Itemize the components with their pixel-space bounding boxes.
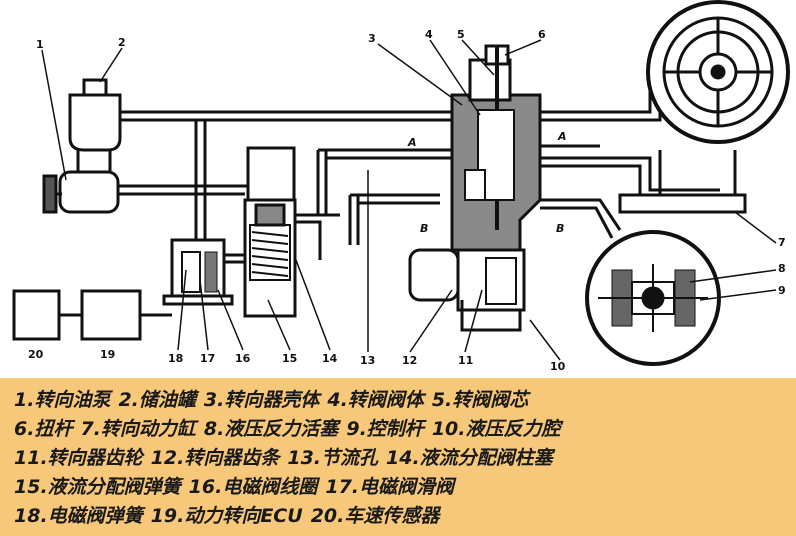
callout-14: 14 — [322, 352, 338, 365]
legend-item: 18.电磁阀弹簧 — [14, 505, 143, 527]
legend-item: 2.储油罐 — [118, 389, 196, 411]
pump-shape — [58, 170, 120, 214]
flow-label-a-left: A — [407, 136, 417, 149]
ecu-box — [80, 289, 142, 341]
legend-line-1: 1.转向油泵 2.储油罐 3.转向器壳体 4.转阀阀体 5.转阀阀芯 — [14, 386, 784, 415]
callout-1: 1 — [36, 38, 44, 51]
callout-10: 10 — [550, 360, 566, 373]
legend-item: 14.液流分配阀柱塞 — [386, 447, 553, 469]
legend-item: 8.液压反力活塞 — [203, 418, 339, 440]
legend-line-5: 18.电磁阀弹簧 19.动力转向ECU 20.车速传感器 — [14, 502, 784, 531]
callout-8: 8 — [778, 262, 786, 275]
speed-sensor-box — [12, 289, 61, 341]
legend-item: 1.转向油泵 — [14, 389, 111, 411]
steering-system-diagram: 1 2 3 4 5 6 7 8 9 10 11 12 13 14 15 16 1… — [12, 0, 790, 373]
callout-numbers: 1 2 3 4 5 6 7 8 9 10 11 12 13 14 15 16 1… — [28, 28, 786, 373]
callout-9: 9 — [778, 284, 786, 297]
legend-line-2: 6.扭杆 7.转向动力缸 8.液压反力活塞 9.控制杆 10.液压反力腔 — [14, 415, 784, 444]
legend-item: 15.液流分配阀弹簧 — [14, 476, 181, 498]
legend-item: 6.扭杆 — [14, 418, 73, 440]
leader-lines — [41, 39, 777, 361]
legend-item: 4.转阀阀体 — [327, 389, 424, 411]
diagram-lines — [12, 0, 790, 366]
legend-item: 11.转向器齿轮 — [14, 447, 143, 469]
legend-item: 9.控制杆 — [346, 418, 424, 440]
legend-item: 5.转阀阀芯 — [431, 389, 529, 411]
callout-2: 2 — [118, 36, 126, 49]
legend-line-4: 15.液流分配阀弹簧 16.电磁阀线圈 17.电磁阀滑阀 — [14, 473, 784, 502]
flow-label-b-right: B — [556, 222, 564, 235]
callout-19: 19 — [100, 348, 115, 361]
callout-18: 18 — [168, 352, 183, 365]
callout-4: 4 — [425, 28, 433, 41]
callout-20: 20 — [28, 348, 44, 361]
callout-12: 12 — [402, 354, 417, 367]
callout-3: 3 — [368, 32, 376, 45]
callout-17: 17 — [200, 352, 215, 365]
legend-item: 16.电磁阀线圈 — [188, 476, 318, 498]
callout-5: 5 — [457, 28, 465, 41]
callout-6: 6 — [538, 28, 546, 41]
callout-16: 16 — [235, 352, 251, 365]
callout-13: 13 — [360, 354, 375, 367]
legend-item: 13.节流孔 — [287, 447, 379, 469]
callout-15: 15 — [282, 352, 297, 365]
reservoir-shape — [68, 93, 122, 152]
legend-item: 7.转向动力缸 — [80, 418, 196, 440]
legend-item: 19.动力转向ECU — [150, 505, 303, 527]
callout-7: 7 — [778, 236, 786, 249]
flow-markers: A A B B — [407, 130, 567, 235]
legend-item: 3.转向器壳体 — [203, 389, 320, 411]
legend-panel: 1.转向油泵 2.储油罐 3.转向器壳体 4.转阀阀体 5.转阀阀芯 6.扭杆 7.转向动… — [0, 378, 796, 536]
legend-item: 12.转向器齿条 — [150, 447, 280, 469]
flow-label-b-left: B — [420, 222, 428, 235]
legend-item: 20.车速传感器 — [310, 505, 440, 527]
flow-label-a-right: A — [557, 130, 567, 143]
callout-11: 11 — [458, 354, 473, 367]
legend-line-3: 11.转向器齿轮 12.转向器齿条 13.节流孔 14.液流分配阀柱塞 — [14, 444, 784, 473]
legend-item: 17.电磁阀滑阀 — [325, 476, 455, 498]
legend-item: 10.液压反力腔 — [431, 418, 561, 440]
